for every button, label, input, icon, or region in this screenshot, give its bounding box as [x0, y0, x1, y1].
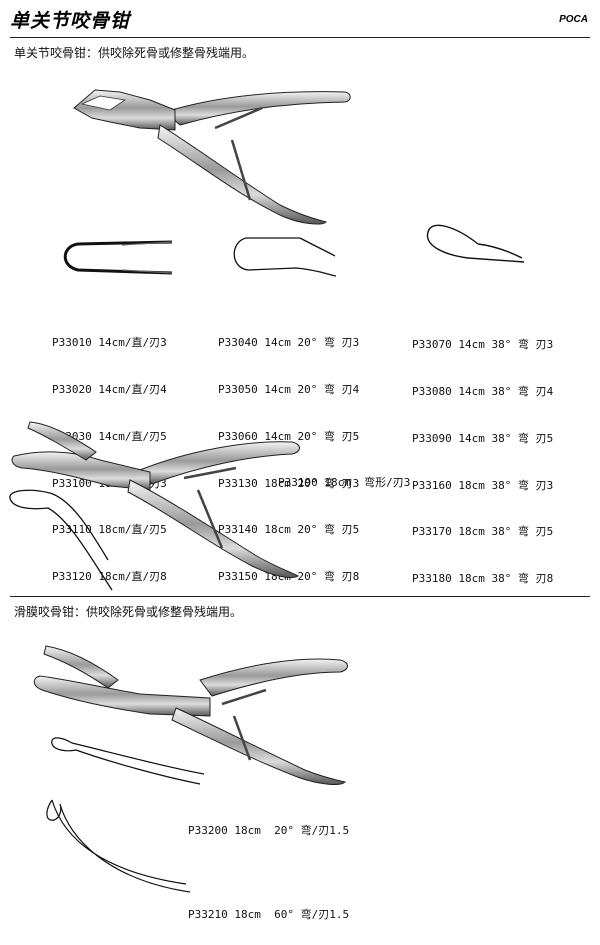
- list-item: P33010 14cm/直/刃3: [52, 336, 167, 350]
- list-item: P33040 14cm 20° 弯 刃3: [218, 336, 360, 350]
- list-item: P33140 18cm 20° 弯 刃5: [218, 523, 360, 537]
- brand-label: POCA: [559, 14, 588, 25]
- list-item: P33130 18cm 20° 弯 刃3: [218, 476, 360, 490]
- section2-description: 滑膜咬骨钳：供咬除死骨或修整骨残端用。: [14, 605, 243, 619]
- list-item: P33020 14cm/直/刃4: [52, 382, 167, 396]
- 38deg-model-list: P33070 14cm 38° 弯 刃3 P33080 14cm 38° 弯 刃…: [412, 306, 553, 602]
- list-item: P33120 18cm/直/刃8: [52, 570, 167, 584]
- list-item: P33170 18cm 38° 弯 刃5: [412, 525, 554, 539]
- 20deg-model-list: P33040 14cm 20° 弯 刃3 P33050 14cm 20° 弯 刃…: [218, 304, 359, 600]
- list-item: P33080 14cm 38° 弯 刃4: [412, 384, 554, 398]
- list-item: P33180 18cm 38° 弯 刃8: [412, 572, 554, 586]
- curved-model-label: P33190 18cm 弯形/刃3: [278, 476, 411, 489]
- synovial-20deg-model-label: P33200 18cm 20° 弯/刃1.5: [188, 824, 350, 837]
- page-title: 单关节咬骨钳: [10, 10, 131, 32]
- section1-description: 单关节咬骨钳：供咬除死骨或修整骨残端用。: [14, 46, 255, 60]
- list-item: P33050 14cm 20° 弯 刃4: [218, 382, 360, 396]
- list-item: P33160 18cm 38° 弯 刃3: [412, 478, 554, 492]
- list-item: P33060 14cm 20° 弯 刃5: [218, 429, 360, 443]
- header-divider: [10, 37, 590, 38]
- section-divider: [10, 596, 590, 597]
- list-item: P33070 14cm 38° 弯 刃3: [412, 338, 554, 352]
- synovial-60deg-model-label: P33210 18cm 60° 弯/刃1.5: [188, 908, 350, 921]
- list-item: P33090 14cm 38° 弯 刃5: [412, 431, 554, 445]
